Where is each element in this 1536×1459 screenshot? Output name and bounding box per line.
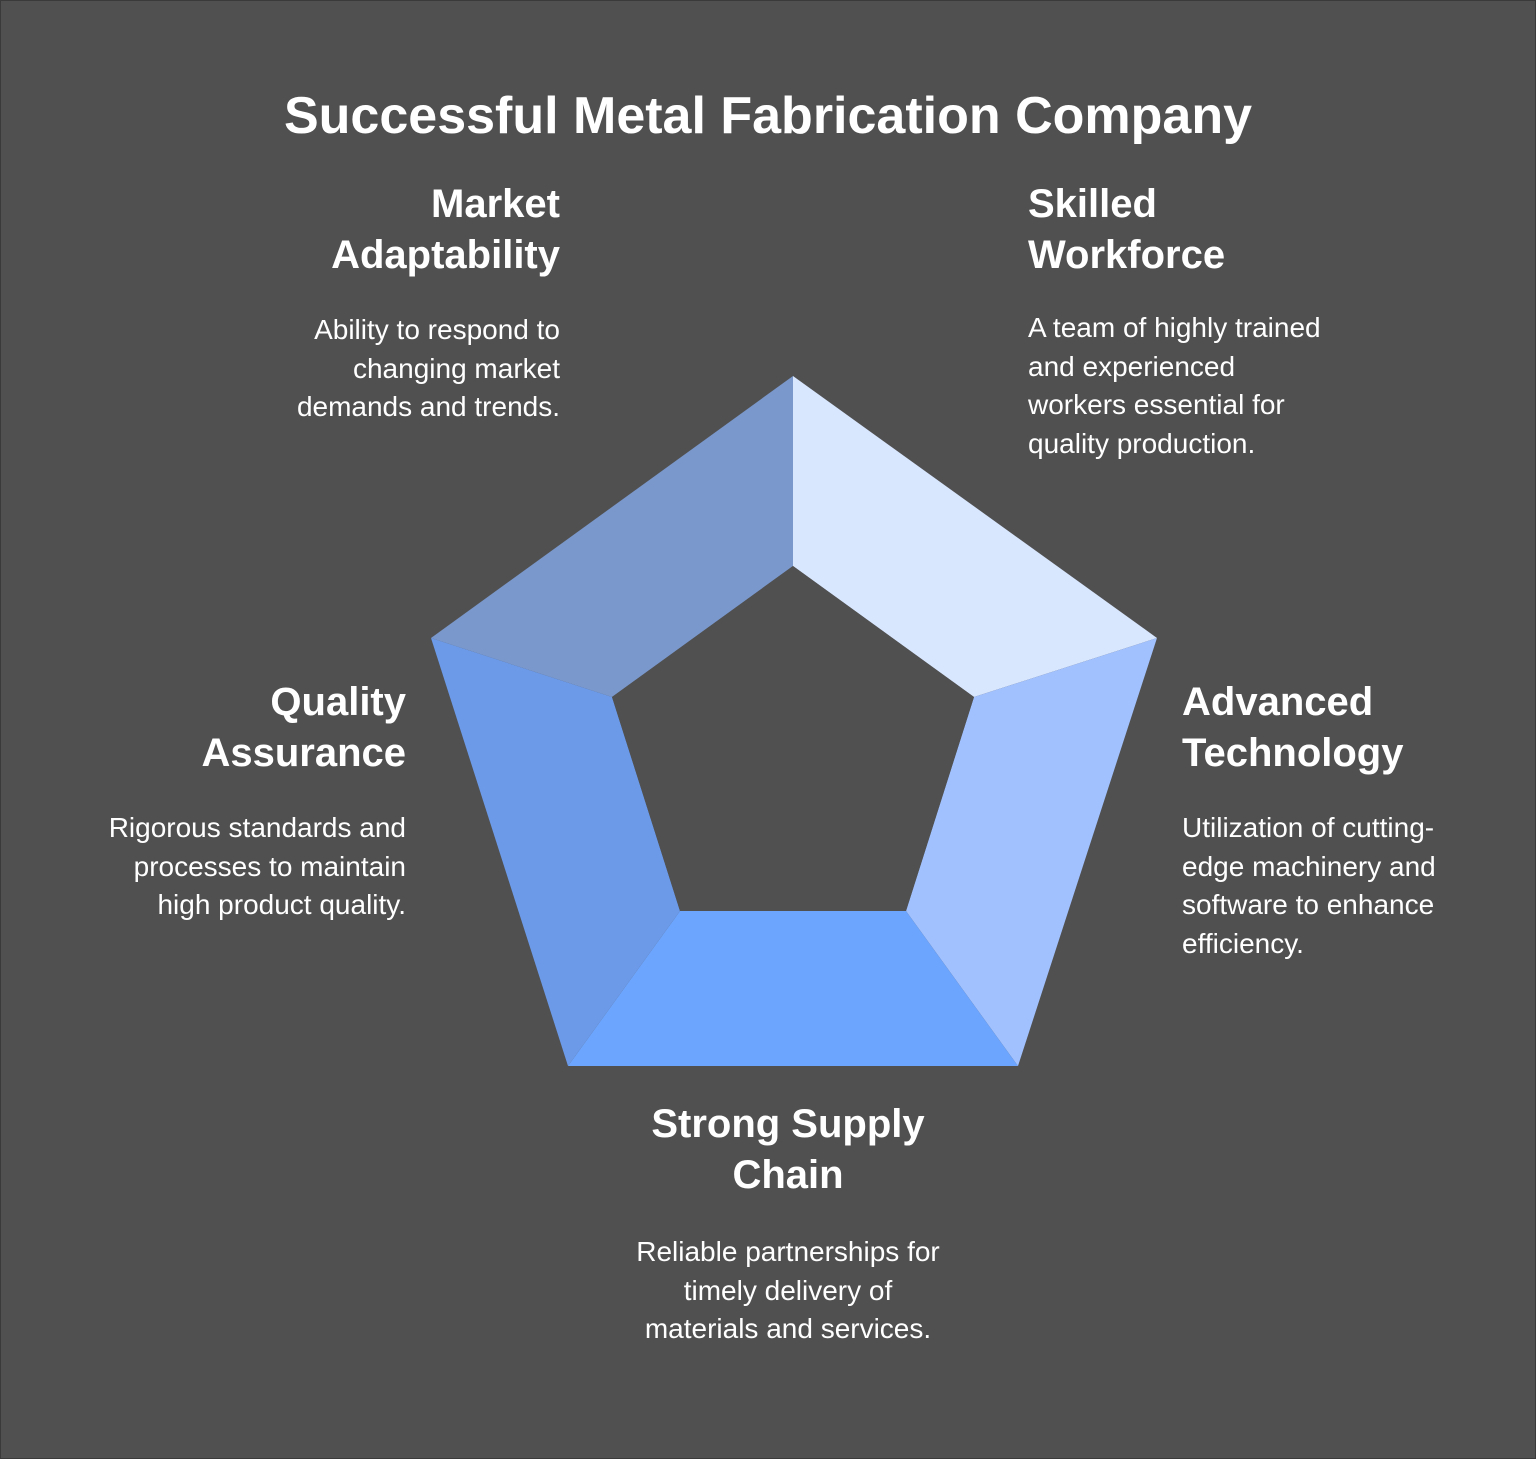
segment-strong-supply-chain [568, 911, 1018, 1066]
advanced-technology-heading: Advanced Technology [1182, 680, 1404, 775]
strong-supply-chain-heading: Strong Supply Chain [651, 1102, 925, 1197]
skilled-workforce-description: A team of highly trained and experienced… [1028, 312, 1321, 459]
quality-assurance-block: Quality Assurance Rigorous standards and… [40, 677, 406, 925]
center-pentagon [612, 566, 974, 911]
strong-supply-chain-description: Reliable partnerships for timely deliver… [636, 1236, 940, 1344]
market-adaptability-heading: Market Adaptability [331, 182, 560, 277]
advanced-technology-description: Utilization of cutting- edge machinery a… [1182, 812, 1436, 959]
segment-market-adaptability [431, 376, 793, 697]
market-adaptability-block: Market Adaptability Ability to respond t… [200, 179, 560, 427]
skilled-workforce-heading: Skilled Workforce [1028, 182, 1226, 277]
segment-advanced-technology [906, 638, 1157, 1066]
segment-quality-assurance [431, 638, 680, 1066]
skilled-workforce-block: Skilled Workforce A team of highly train… [1028, 179, 1408, 463]
quality-assurance-description: Rigorous standards and processes to main… [108, 812, 406, 920]
segment-skilled-workforce [793, 376, 1157, 697]
advanced-technology-block: Advanced Technology Utilization of cutti… [1182, 677, 1502, 963]
quality-assurance-heading: Quality Assurance [201, 680, 406, 775]
strong-supply-chain-block: Strong Supply Chain Reliable partnership… [578, 1099, 998, 1349]
diagram-title: Successful Metal Fabrication Company [283, 87, 1253, 145]
market-adaptability-description: Ability to respond to changing market de… [296, 314, 560, 422]
